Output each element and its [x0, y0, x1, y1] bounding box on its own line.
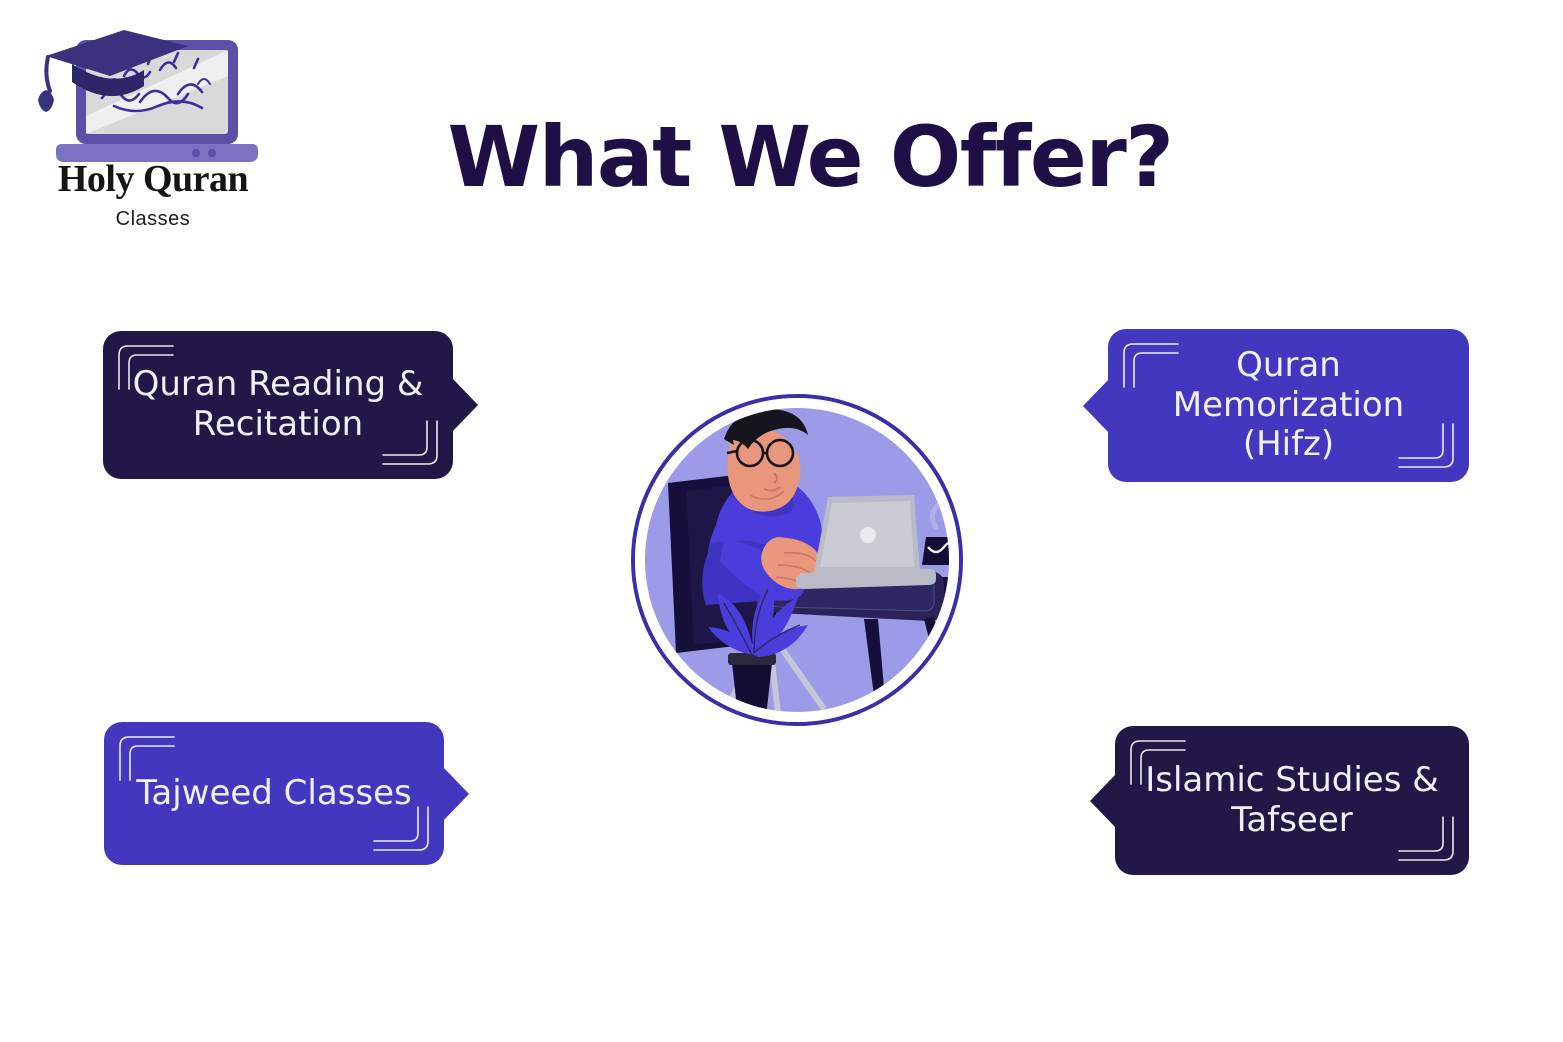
page-title: What We Offer? [447, 108, 1174, 206]
offer-card-islamic-studies[interactable]: Islamic Studies & Tafseer [1090, 726, 1469, 875]
brand-subtitle: Classes [115, 208, 191, 230]
card-arrow-left-icon [1083, 378, 1109, 433]
student-at-laptop-illustration [628, 391, 966, 729]
offer-card-label: Tajweed Classes [136, 772, 412, 813]
offer-card-label: Quran Reading & Recitation [132, 364, 424, 444]
graduation-cap-laptop-icon [28, 24, 278, 164]
brand-logo: Holy Quran Classes [28, 24, 278, 229]
card-arrow-left-icon [1090, 773, 1116, 828]
card-arrow-right-icon [452, 378, 478, 432]
offer-card-label: Islamic Studies & Tafseer [1145, 759, 1439, 840]
card-arrow-right-icon [443, 766, 469, 821]
brand-title: Holy Quran [57, 158, 249, 200]
offer-card-tajweed[interactable]: Tajweed Classes [104, 722, 469, 865]
offer-card-label: Quran Memorization (Hifz) [1172, 344, 1405, 465]
offer-card-quran-reading[interactable]: Quran Reading & Recitation [103, 331, 478, 479]
offer-card-hifz[interactable]: Quran Memorization (Hifz) [1083, 329, 1469, 482]
